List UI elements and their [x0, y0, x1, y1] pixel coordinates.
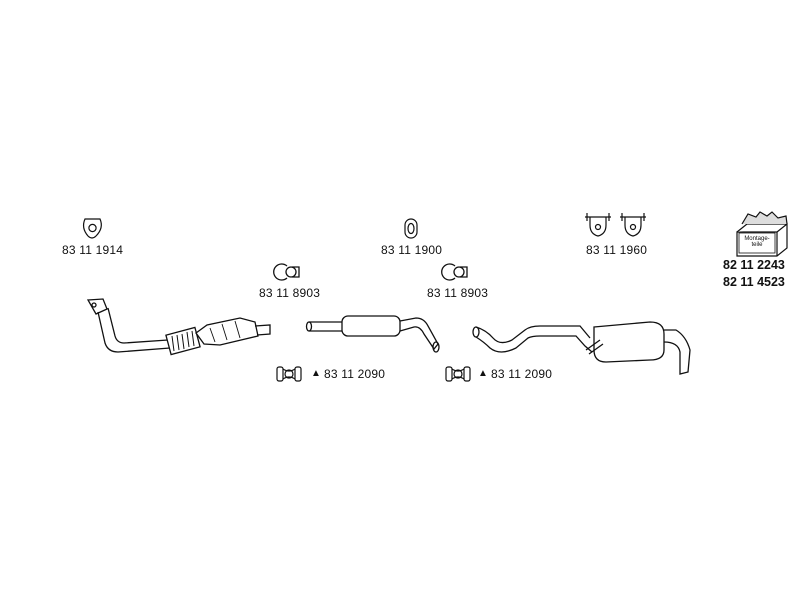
- part-number-sleeve: 83 11 2090: [491, 367, 553, 381]
- triangle-marker-icon: ▲: [311, 368, 321, 379]
- part-number-gasket: 83 11 1900: [381, 243, 443, 257]
- part-number-clamp: 83 11 8903: [259, 286, 321, 300]
- clamp-icon: [441, 263, 468, 281]
- part-number-gasket: 83 11 1914: [62, 243, 124, 257]
- mounting-kit-box-icon: [736, 211, 788, 257]
- sleeve-clamp-icon: [276, 366, 302, 382]
- kit-box-label: Montage- teile: [740, 236, 774, 248]
- clamp-icon: [273, 263, 300, 281]
- rubber-hanger-icon: [585, 213, 611, 237]
- part-number-sleeve: 83 11 2090: [324, 367, 386, 381]
- kit-box-label-line: teile: [751, 242, 763, 248]
- triangle-marker-icon: ▲: [478, 368, 488, 379]
- rubber-hanger-icon: [620, 213, 646, 237]
- sleeve-clamp-icon: [445, 366, 471, 382]
- oval-gasket-icon: [404, 218, 418, 239]
- part-number-hangers: 83 11 1960: [586, 243, 648, 257]
- part-number-mounting-kit: 82 11 4523: [723, 275, 785, 289]
- rear-pipe-muffler: [472, 321, 691, 375]
- kit-box-label-line: Montage-: [744, 236, 770, 242]
- triangle-gasket-icon: [82, 218, 102, 239]
- front-pipe-catalytic-converter: [86, 298, 271, 356]
- part-number-clamp: 83 11 8903: [427, 286, 489, 300]
- middle-muffler: [305, 315, 440, 353]
- part-number-mounting-kit: 82 11 2243: [723, 258, 785, 272]
